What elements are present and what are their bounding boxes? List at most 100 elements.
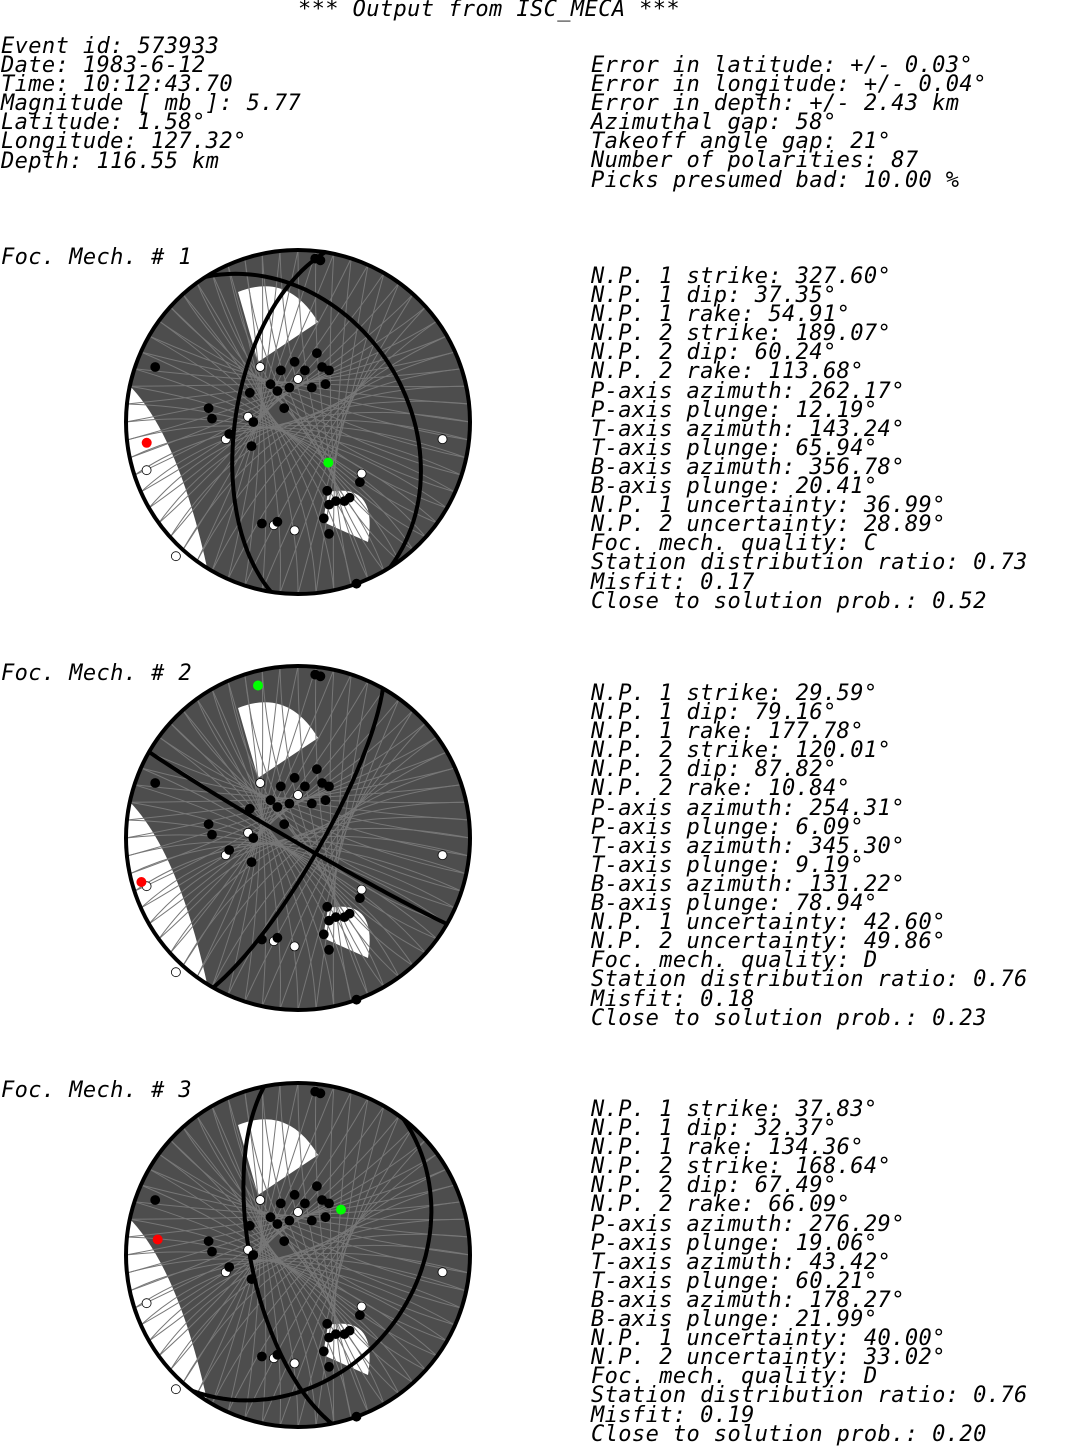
compression-station [272,802,283,812]
compression-station [324,1361,334,1372]
station-distribution-ratio: Station distribution ratio: 0.76 [591,1383,1028,1409]
compression-station [265,1212,276,1223]
ray-paths [126,1083,470,1427]
compression-station [246,1274,257,1285]
beachball-plot [124,664,472,1012]
np2-rake: N.P. 2 rake: 10.84° [591,776,851,802]
t-axis-azimuth: T-axis azimuth: 345.30° [591,833,905,859]
event-latitude: Latitude: 1.58° [1,110,206,136]
nodal-plane-2 [241,1085,334,1426]
np1-rake: N.P. 1 rake: 177.78° [591,719,864,745]
station-polarities [141,669,448,1005]
compression-station [344,1325,355,1336]
compression-station [324,365,334,376]
b-axis-azimuth: B-axis azimuth: 178.27° [591,1287,905,1313]
station-polarities [141,1086,448,1422]
compression-station [150,1195,161,1205]
t-axis-azimuth: T-axis azimuth: 43.42° [591,1249,892,1275]
dilatation-station [171,1384,181,1395]
dilatation-station [141,1298,152,1309]
compression-station [354,477,365,488]
event-id: Event id: 573933 [1,34,220,59]
beachball-outline [124,248,472,596]
compression-station [330,912,341,923]
compression-station [265,379,276,390]
error-latitude: Error in latitude: +/- 0.03° [591,53,974,78]
compression-station [244,803,255,814]
compression-station [272,932,283,943]
compression-station [224,1262,235,1272]
np2-uncertainty: N.P. 2 uncertainty: 33.02° [591,1345,946,1371]
compression-station [320,795,331,806]
compression-station [320,379,331,390]
np2-strike: N.P. 2 strike: 120.01° [591,738,892,764]
np2-uncertainty: N.P. 2 uncertainty: 28.89° [591,512,946,538]
dilatation-station [293,1207,303,1217]
compression-station [246,857,257,868]
compression-station [248,833,259,843]
dilatation-station [289,941,300,952]
dilatation-station [437,434,448,445]
compression-station [275,365,286,376]
compression-station [315,671,326,682]
error-longitude: Error in longitude: +/- 0.04° [591,72,987,98]
np2-dip: N.P. 2 dip: 67.49° [591,1173,837,1199]
np1-dip: N.P. 1 dip: 79.16° [591,700,837,726]
station-distribution-ratio: Station distribution ratio: 0.73 [591,550,1028,576]
t-axis-plunge: T-axis plunge: 9.19° [591,852,864,878]
compression-station [344,492,355,503]
np1-uncertainty: N.P. 1 uncertainty: 40.00° [591,1326,946,1352]
np1-rake: N.P. 1 rake: 134.36° [591,1135,864,1161]
compression-station [299,781,310,792]
compression-station [315,255,326,266]
mechanism-parameters: N.P. 1 strike: 37.83° N.P. 1 dip: 32.37°… [591,1098,1028,1447]
azimuthal-gap: Azimuthal gap: 58° [591,110,837,136]
compression-station [320,1212,331,1223]
station-distribution-ratio: Station distribution ratio: 0.76 [591,967,1028,993]
event-longitude: Longitude: 127.32° [1,129,247,155]
np1-rake: N.P. 1 rake: 54.91° [591,302,851,328]
compression-station [330,496,341,507]
b-axis-azimuth: B-axis azimuth: 131.22° [591,871,905,897]
compression-station [324,781,334,792]
beachball-outline [124,1081,472,1429]
page-title: *** Output from ISC_MECA *** [298,0,681,22]
mechanism-quality: Foc. mech. quality: D [591,948,878,974]
compression-station [246,441,257,452]
misfit: Misfit: 0.17 [591,569,755,595]
compression-station [275,1198,286,1209]
compression-station [248,1250,259,1260]
compression-station [150,362,161,372]
p-axis-marker [141,437,152,448]
event-depth: Depth: 116.55 km [1,148,220,174]
event-magnitude: Magnitude [ mb ]: 5.77 [1,91,302,117]
compression-station [354,893,365,904]
p-axis-marker [152,1234,163,1245]
dilatation-station [293,790,303,800]
picks-presumed-bad: Picks presumed bad: 10.00 % [591,167,960,193]
np2-rake: N.P. 2 rake: 113.68° [591,359,864,385]
compression-station [272,1219,283,1229]
takeoff-angle-gap: Takeoff angle gap: 21° [591,129,892,155]
np1-strike: N.P. 1 strike: 29.59° [591,681,878,706]
compression-station [344,908,355,919]
t-axis-plunge: T-axis plunge: 60.21° [591,1268,878,1294]
np2-dip: N.P. 2 dip: 60.24° [591,340,837,366]
dilatation-station [356,468,367,479]
compression-station [318,929,329,940]
compression-station [256,518,267,529]
dilatation-station [141,465,152,476]
dilatation-station [437,1267,448,1278]
nodal-plane-2 [230,250,327,594]
error-depth: Error in depth: +/- 2.43 km [591,91,960,117]
compression-station [279,1236,290,1247]
compression-station [224,429,235,439]
event-time: Time: 10:12:43.70 [1,72,233,98]
compression-station [324,1198,334,1209]
solution-probability: Close to solution prob.: 0.20 [591,1421,987,1447]
nodal-plane-1 [205,271,423,569]
compression-station [279,403,290,414]
compression-station [318,1346,329,1357]
nodal-plane-1 [211,688,385,990]
compression-station [248,417,259,427]
